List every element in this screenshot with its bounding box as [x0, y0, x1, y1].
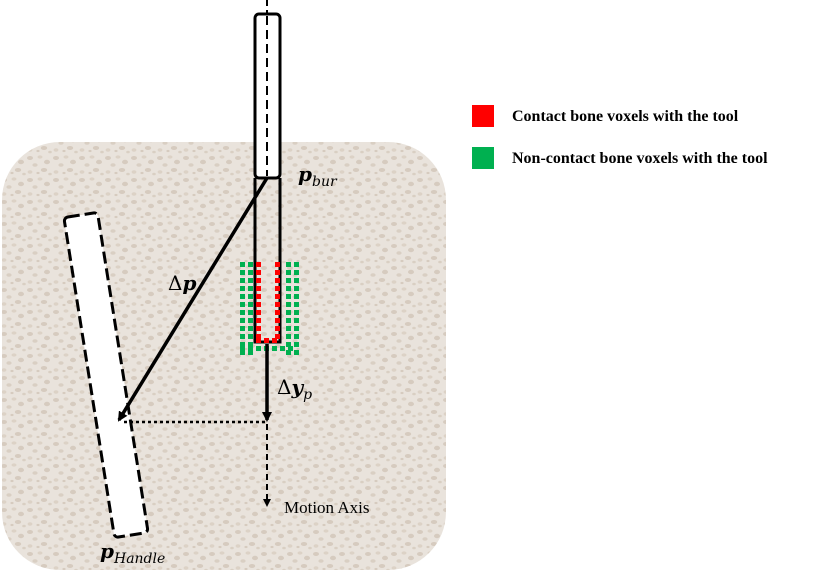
non-contact-voxel	[294, 286, 299, 291]
contact-voxel	[275, 334, 280, 339]
contact-voxel	[275, 310, 280, 315]
contact-voxel	[256, 302, 261, 307]
non-contact-voxel	[286, 270, 291, 275]
non-contact-voxel	[286, 334, 291, 339]
non-contact-voxel	[248, 346, 253, 351]
contact-voxel	[275, 294, 280, 299]
contact-voxel	[256, 278, 261, 283]
non-contact-voxel	[286, 294, 291, 299]
legend-non-contact-swatch	[472, 147, 494, 169]
non-contact-voxel	[240, 318, 245, 323]
non-contact-voxel	[248, 318, 253, 323]
p-bur-label: pbur	[298, 162, 338, 190]
non-contact-voxel	[248, 350, 253, 355]
non-contact-voxel	[248, 286, 253, 291]
non-contact-voxel	[248, 342, 253, 347]
contact-voxel	[256, 294, 261, 299]
contact-voxel	[256, 338, 261, 343]
motion-axis-label: Motion Axis	[284, 498, 370, 517]
contact-voxel	[256, 270, 261, 275]
non-contact-voxel	[240, 262, 245, 267]
non-contact-voxel	[288, 346, 293, 351]
contact-voxel	[275, 326, 280, 331]
delta-yp-label: Δyp	[277, 375, 312, 403]
contact-voxel	[256, 318, 261, 323]
non-contact-voxel	[286, 278, 291, 283]
contact-voxel	[256, 334, 261, 339]
non-contact-voxel	[294, 294, 299, 299]
non-contact-voxel	[294, 342, 299, 347]
non-contact-voxel	[240, 350, 245, 355]
non-contact-voxel	[248, 294, 253, 299]
non-contact-voxel	[240, 342, 245, 347]
non-contact-voxel	[248, 310, 253, 315]
non-contact-voxel	[240, 310, 245, 315]
non-contact-voxel	[294, 302, 299, 307]
non-contact-voxel	[280, 346, 285, 351]
contact-voxel	[275, 270, 280, 275]
legend-contact-swatch	[472, 105, 494, 127]
non-contact-voxel	[248, 270, 253, 275]
bur-tool	[253, 12, 282, 180]
non-contact-voxel	[286, 302, 291, 307]
bone-region	[2, 142, 446, 570]
contact-voxel	[256, 286, 261, 291]
legend-contact-label: Contact bone voxels with the tool	[512, 108, 739, 125]
contact-voxel	[256, 310, 261, 315]
non-contact-voxel	[286, 350, 291, 355]
non-contact-voxel	[248, 278, 253, 283]
p-handle-label: pHandle	[100, 539, 165, 567]
contact-voxel	[264, 338, 269, 343]
delta-p-label: Δp	[168, 271, 196, 295]
non-contact-voxel	[240, 346, 245, 351]
voxel-group	[240, 262, 299, 355]
contact-voxel	[275, 278, 280, 283]
delta-p-arrow	[117, 177, 269, 422]
non-contact-voxel	[256, 346, 261, 351]
non-contact-voxel	[240, 334, 245, 339]
non-contact-voxel	[240, 326, 245, 331]
non-contact-voxel	[294, 350, 299, 355]
legend-non-contact-label: Non-contact bone voxels with the tool	[512, 150, 768, 167]
non-contact-voxel	[294, 270, 299, 275]
contact-voxel	[275, 262, 280, 267]
non-contact-voxel	[294, 262, 299, 267]
contact-voxel	[275, 286, 280, 291]
non-contact-voxel	[240, 278, 245, 283]
non-contact-voxel	[294, 278, 299, 283]
non-contact-voxel	[248, 334, 253, 339]
non-contact-voxel	[294, 334, 299, 339]
non-contact-voxel	[294, 326, 299, 331]
non-contact-voxel	[286, 318, 291, 323]
handle-bar	[62, 211, 150, 539]
non-contact-voxel	[286, 310, 291, 315]
non-contact-voxel	[294, 310, 299, 315]
contact-voxel	[256, 262, 261, 267]
non-contact-voxel	[286, 262, 291, 267]
non-contact-voxel	[286, 286, 291, 291]
non-contact-voxel	[240, 270, 245, 275]
non-contact-voxel	[248, 262, 253, 267]
contact-voxel	[275, 302, 280, 307]
contact-voxel	[275, 318, 280, 323]
contact-voxel	[256, 326, 261, 331]
non-contact-voxel	[248, 302, 253, 307]
non-contact-voxel	[286, 342, 291, 347]
legend: Contact bone voxels with the tool Non-co…	[472, 105, 768, 169]
non-contact-voxel	[248, 326, 253, 331]
non-contact-voxel	[240, 286, 245, 291]
non-contact-voxel	[240, 294, 245, 299]
non-contact-voxel	[272, 346, 277, 351]
non-contact-voxel	[286, 326, 291, 331]
contact-voxel	[272, 338, 277, 343]
non-contact-voxel	[294, 318, 299, 323]
non-contact-voxel	[240, 302, 245, 307]
